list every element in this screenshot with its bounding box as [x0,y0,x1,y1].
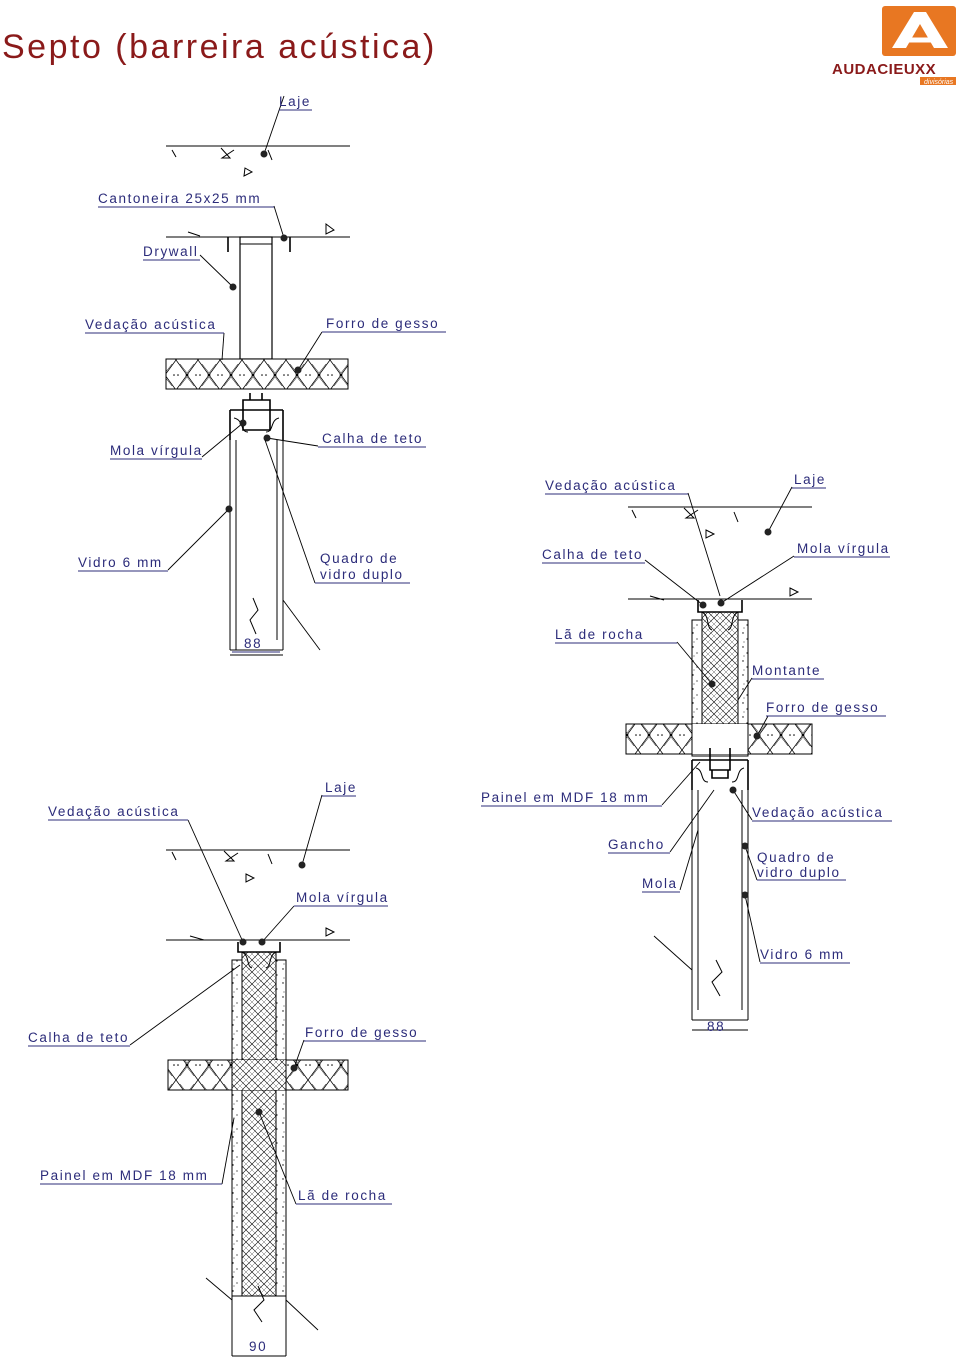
label-forro: Forro de gesso [326,316,439,331]
detail-2-mdf-partition: Vedação acústica Laje Calha de teto Mola… [481,472,892,1034]
glass-frame [229,440,284,650]
label-la-2: Lã de rocha [555,627,644,642]
label-mola-2: Mola vírgula [797,541,890,556]
label-quadro-2-2: vidro duplo [757,865,841,880]
label-montante: Montante [752,663,821,678]
label-vidro: Vidro 6 mm [78,555,163,570]
label-forro-3: Forro de gesso [305,1025,418,1040]
dimension-88-2: 88 [707,1019,725,1034]
label-drywall: Drywall [143,244,198,259]
label-painel-2: Painel em MDF 18 mm [481,790,649,805]
concrete-marks [171,147,273,177]
rock-wool-3 [241,951,277,1297]
ceiling-track [229,409,284,440]
label-laje: Laje [279,94,311,109]
angle-bracket [227,237,291,252]
logo-sub-text: divisórias [924,79,954,86]
label-mola2: Mola [642,876,678,891]
label-laje-3: Laje [325,780,357,795]
label-vedacao: Vedação acústica [85,317,216,332]
dimension-88: 88 [244,636,262,651]
label-quadro-2: vidro duplo [320,567,404,582]
label-calha-3: Calha de teto [28,1030,129,1045]
detail-1-glass-partition: Laje Cantoneira 25x25 mm Drywall Vedação… [78,94,446,656]
label-la-3: Lã de rocha [298,1188,387,1203]
label-quadro-2-1: Quadro de [757,850,835,865]
label-mola: Mola vírgula [110,443,203,458]
brand-logo: AUDACIEUXX divisórias [832,6,956,86]
label-quadro-1: Quadro de [320,551,398,566]
label-vedacao-3: Vedação acústica [48,804,179,819]
label-vedacao-2: Vedação acústica [545,478,676,493]
label-vidro-2: Vidro 6 mm [760,947,845,962]
detail-3-mdf-partition: Vedação acústica Laje Mola vírgula Calha… [28,780,426,1357]
label-calha-2: Calha de teto [542,547,643,562]
rock-wool [701,611,739,743]
label-laje-2: Laje [794,472,826,487]
gypsum-ceiling [165,358,349,390]
logo-brand-text: AUDACIEUXX [832,61,936,78]
label-gancho: Gancho [608,837,665,852]
label-painel-3: Painel em MDF 18 mm [40,1168,208,1183]
page-title: Septo (barreira acústica) [2,28,437,66]
dimension-90: 90 [249,1339,267,1354]
label-calha: Calha de teto [322,431,423,446]
drywall-box [239,236,273,360]
label-vedacao2-2: Vedação acústica [752,805,883,820]
label-forro-2: Forro de gesso [766,700,879,715]
label-cantoneira: Cantoneira 25x25 mm [98,191,261,206]
label-mola-3: Mola vírgula [296,890,389,905]
